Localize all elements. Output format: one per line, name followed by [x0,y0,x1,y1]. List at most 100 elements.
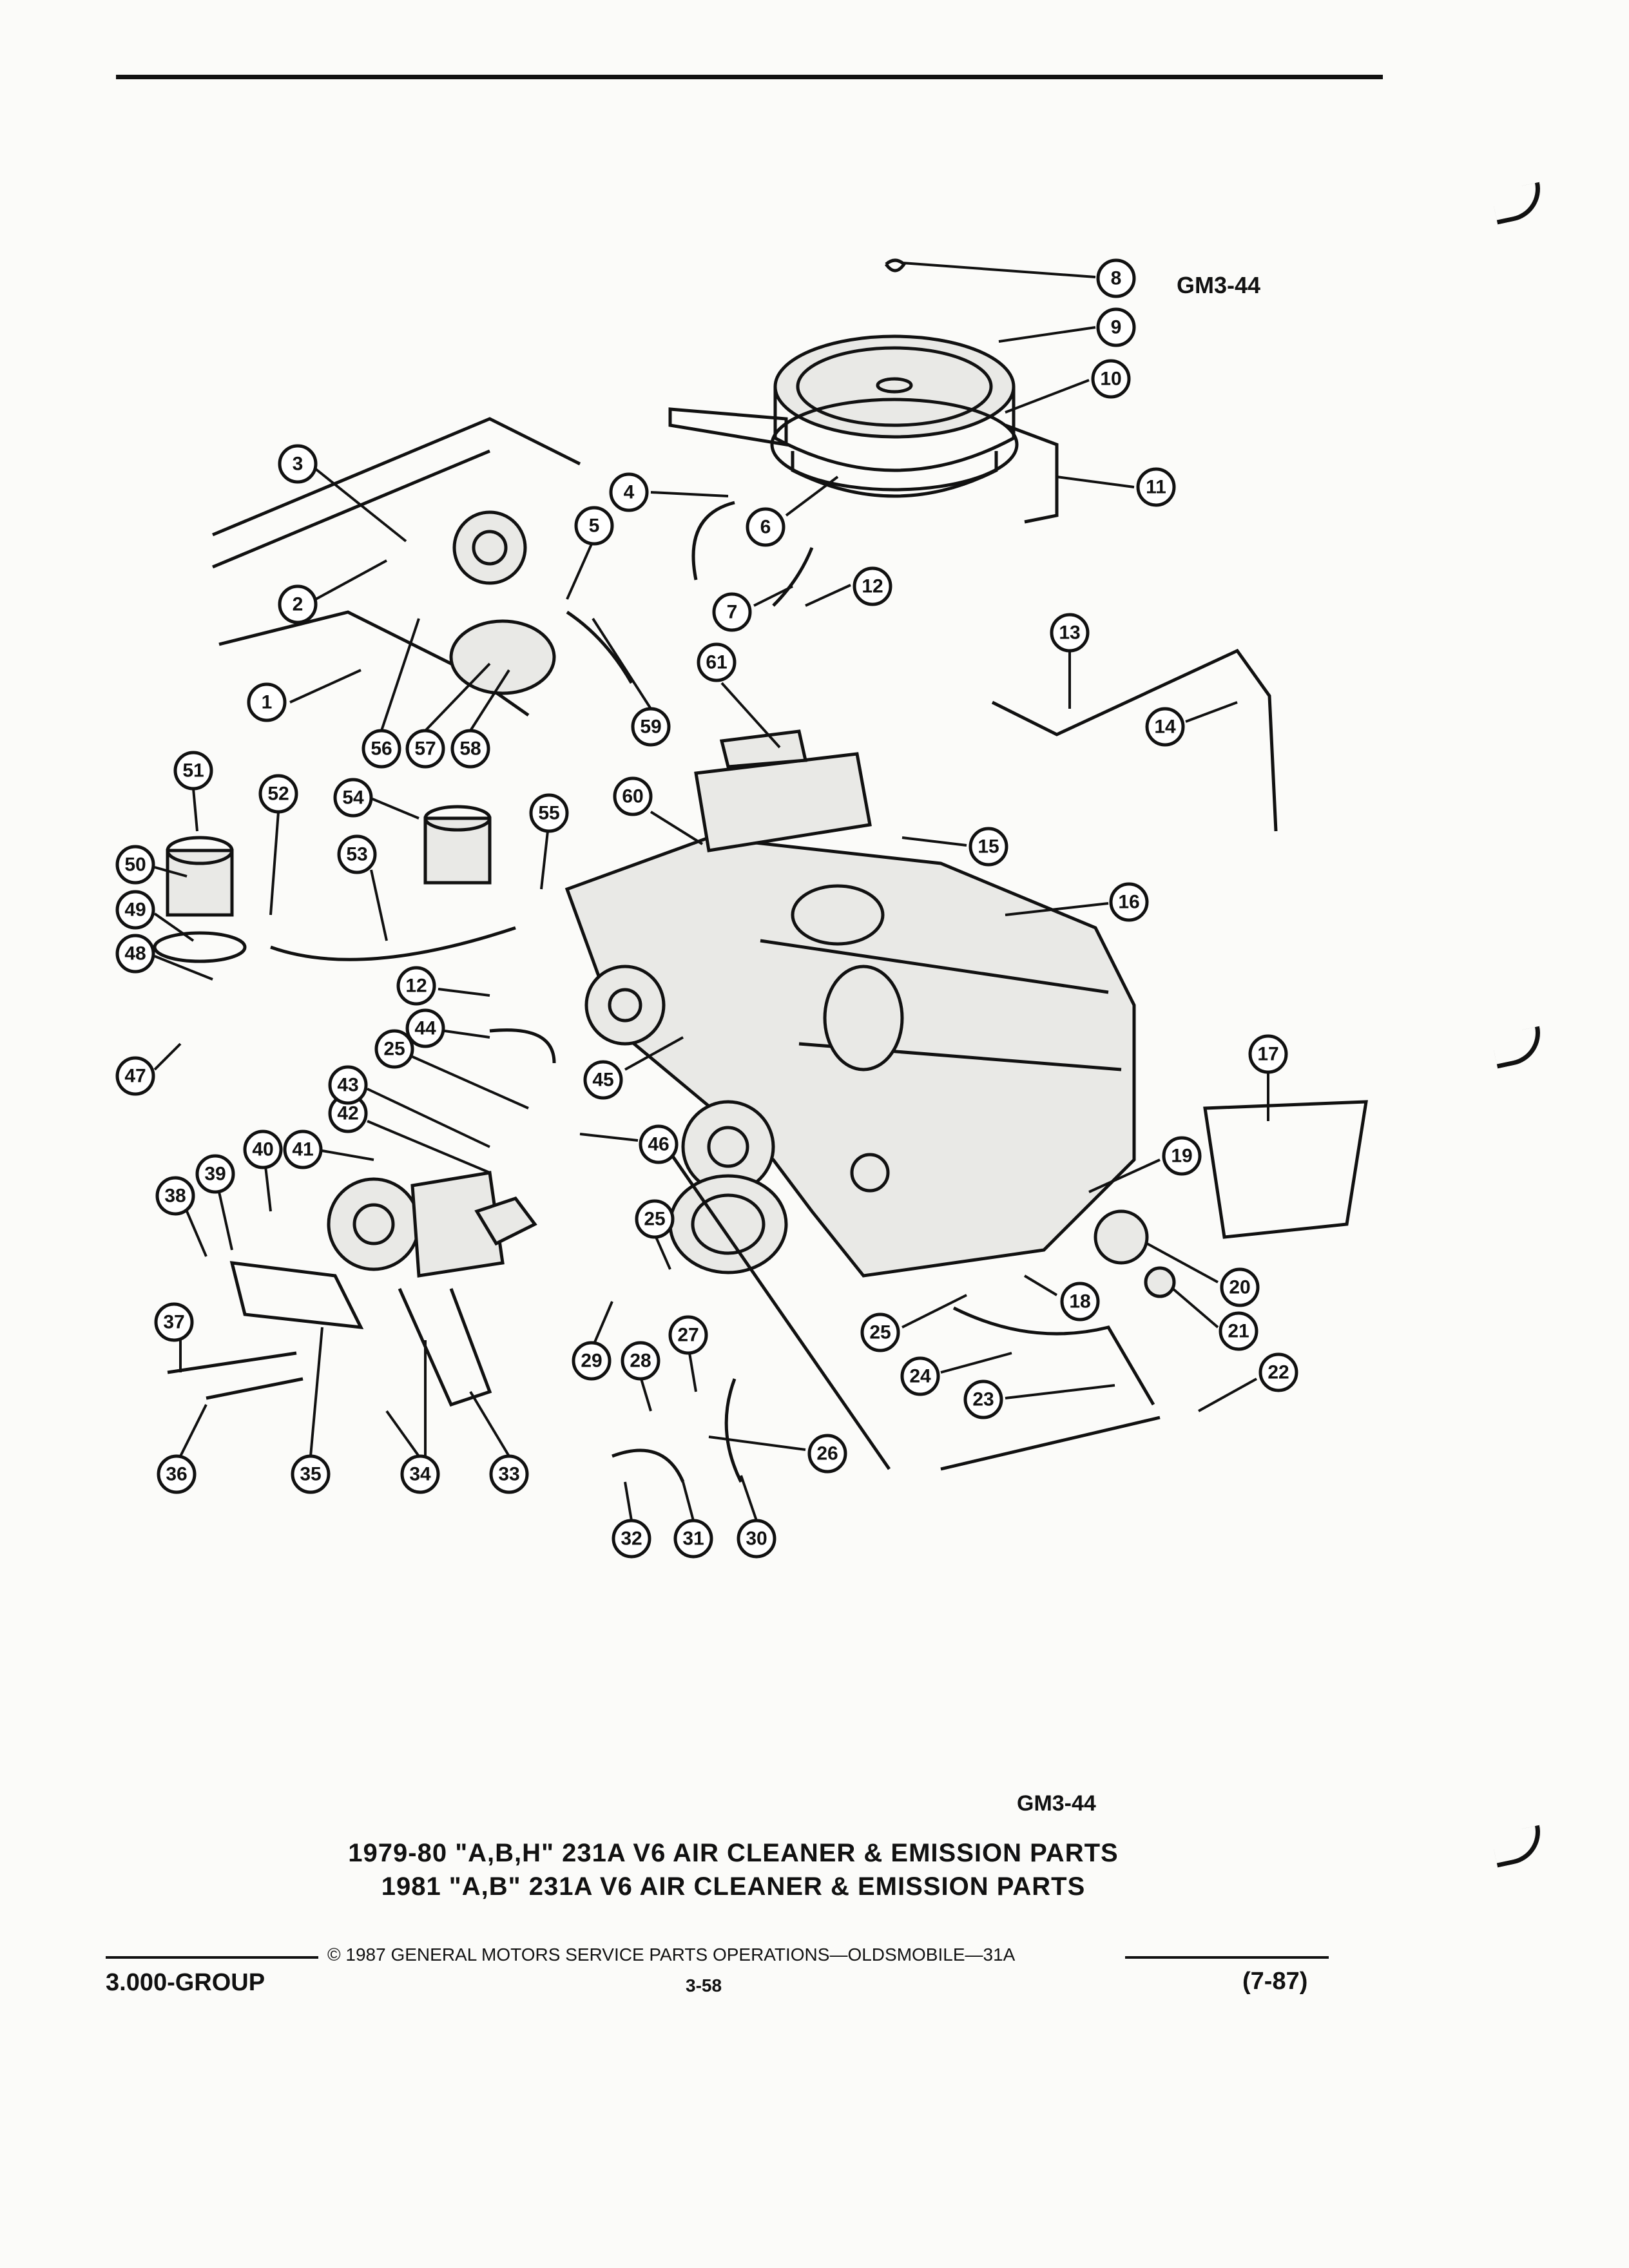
callout-label: 4 [624,482,635,503]
callout-60: 60 [613,776,704,845]
callout-label: 51 [182,760,204,782]
callout-label: 18 [1069,1291,1090,1312]
figure-title-line-1: 1979-80 "A,B,H" 231A V6 AIR CLEANER & EM… [348,1839,1119,1867]
callout-label: 44 [414,1018,436,1039]
callout-label: 33 [498,1464,519,1485]
callout-label: 23 [972,1389,994,1410]
callout-31: 31 [673,1481,713,1559]
callout-38: 38 [155,1176,207,1257]
callout-label: 43 [337,1075,358,1096]
callout-41: 41 [283,1129,374,1169]
callout-label: 25 [383,1039,405,1060]
callout-label: 41 [292,1139,313,1160]
callout-28: 28 [621,1341,660,1412]
callout-52: 52 [258,774,298,916]
callout-13: 13 [1050,613,1090,709]
callout-label: 14 [1154,716,1176,738]
callout-label: 3 [293,454,304,475]
callout-32: 32 [612,1481,651,1559]
callout-label: 5 [589,515,600,537]
callout-label: 48 [124,943,146,965]
callout-label: 21 [1228,1321,1249,1342]
callout-57: 57 [405,662,491,769]
hoses-drawing [270,501,1278,1483]
callout-label: 56 [371,738,392,760]
callout-label: 1 [262,692,273,713]
callout-label: 8 [1111,268,1122,289]
callout-30: 30 [737,1475,776,1559]
callout-45: 45 [583,1036,684,1100]
engine-drawing [564,836,1136,1278]
callout-43: 43 [328,1065,490,1148]
callout-26: 26 [708,1434,847,1474]
callout-label: 60 [622,786,643,807]
callout-25-right: 25 [860,1294,967,1352]
callout-18: 18 [1023,1274,1100,1321]
callout-label: 52 [267,783,289,805]
callout-label: 28 [630,1350,651,1372]
callout-label: 32 [621,1528,642,1550]
callout-label: 10 [1100,369,1121,390]
callout-label: 22 [1268,1362,1289,1383]
callout-36: 36 [157,1404,207,1494]
callout-33: 33 [469,1390,529,1494]
callout-56: 56 [361,618,420,769]
callout-label: 16 [1118,892,1139,913]
callout-label: 6 [760,517,771,538]
callout-54: 54 [333,778,419,820]
callout-label: 35 [300,1464,321,1485]
revision-date: (7-87) [1242,1968,1308,1995]
callout-label: 36 [166,1464,187,1485]
callout-11: 11 [1056,467,1176,507]
callout-label: 31 [682,1528,704,1550]
callout-46: 46 [579,1124,679,1164]
callout-27: 27 [668,1315,708,1392]
callout-label: 17 [1257,1044,1278,1065]
callout-label: 47 [124,1066,146,1087]
callout-17: 17 [1248,1034,1288,1121]
callout-label: 39 [204,1164,226,1185]
callout-label: 27 [677,1325,699,1346]
callout-4: 4 [609,472,729,512]
figure-code-top: GM3-44 [1177,272,1261,298]
callout-2: 2 [278,559,387,624]
callout-label: 57 [414,738,436,760]
callout-49: 49 [115,890,195,942]
callout-55: 55 [529,793,569,890]
figure-title-line-2: 1981 "A,B" 231A V6 AIR CLEANER & EMISSIO… [381,1872,1086,1901]
callout-label: 11 [1146,477,1166,498]
callout-20: 20 [1146,1242,1260,1307]
group-label: 3.000-GROUP [106,1969,265,1996]
callout-label: 59 [640,716,661,738]
callout-12-upper: 12 [805,566,892,607]
callout-label: 46 [648,1134,669,1155]
callout-44: 44 [405,1008,490,1048]
callout-21: 21 [1171,1287,1258,1351]
callout-40: 40 [243,1129,283,1212]
air-cleaner-drawing [668,258,1059,524]
callout-label: 55 [538,803,559,824]
callout-label: 7 [727,602,738,623]
callout-label: 25 [869,1322,891,1343]
callout-label: 42 [337,1103,358,1124]
callout-58: 58 [450,669,510,769]
callout-14: 14 [1145,701,1238,747]
callout-37: 37 [154,1302,194,1372]
callout-label: 25 [644,1209,665,1230]
callout-label: 45 [592,1070,613,1091]
callout-48: 48 [115,934,213,981]
figure-code-bottom: GM3-44 [1017,1791,1096,1816]
callout-label: 61 [706,652,727,673]
callout-label: 58 [459,738,481,760]
callout-label: 9 [1111,317,1122,338]
callout-label: 29 [581,1350,602,1372]
callout-23: 23 [963,1379,1115,1419]
callout-3: 3 [278,444,407,543]
callout-24: 24 [900,1352,1012,1396]
callout-label: 13 [1059,622,1080,644]
callout-59: 59 [592,617,671,747]
footer-rule-right [1125,1956,1329,1959]
copyright-line: © 1987 GENERAL MOTORS SERVICE PARTS OPER… [327,1945,1016,1965]
callout-label: 40 [252,1139,273,1160]
